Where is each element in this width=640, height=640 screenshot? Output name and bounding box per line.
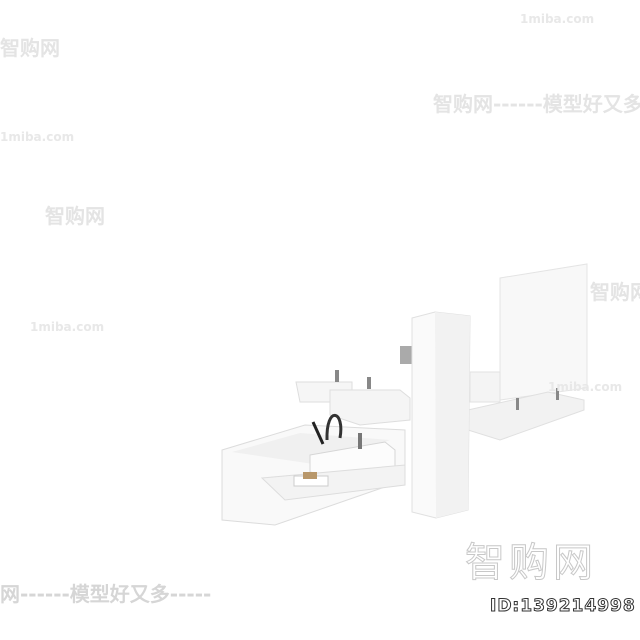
watermark-brand: 智购网 [0, 36, 60, 60]
toilet [329, 389, 411, 426]
tub-faucet [325, 413, 343, 441]
watermark-id: ID:139214998 [490, 596, 636, 617]
faucet [516, 398, 519, 410]
watermark-brand: 智购网 [590, 280, 640, 304]
column-side [435, 312, 470, 518]
sink-faucet [358, 433, 362, 449]
mirror [499, 263, 588, 401]
faucet [556, 388, 559, 400]
watermark-slogan: 网------模型好又多----- [0, 582, 212, 606]
flush-plate [400, 346, 412, 364]
shelf [260, 464, 406, 501]
faucet [367, 377, 371, 389]
watermark-site: 1miba.com [30, 320, 105, 334]
faucet [335, 370, 339, 382]
watermark-brand-large: 智购网 [465, 540, 597, 587]
bathtub-basin [232, 433, 390, 465]
watermark-brand: 智购网 [45, 204, 105, 228]
soap [303, 472, 317, 479]
hand-shower [311, 421, 325, 445]
watermark-site: 1miba.com [0, 130, 75, 144]
watermark-site: 1miba.com [520, 12, 595, 26]
watermark-site: 1miba.com [548, 380, 623, 394]
wall-cabinet [469, 371, 501, 403]
watermark-slogan: 智购网------模型好又多 [433, 92, 640, 116]
